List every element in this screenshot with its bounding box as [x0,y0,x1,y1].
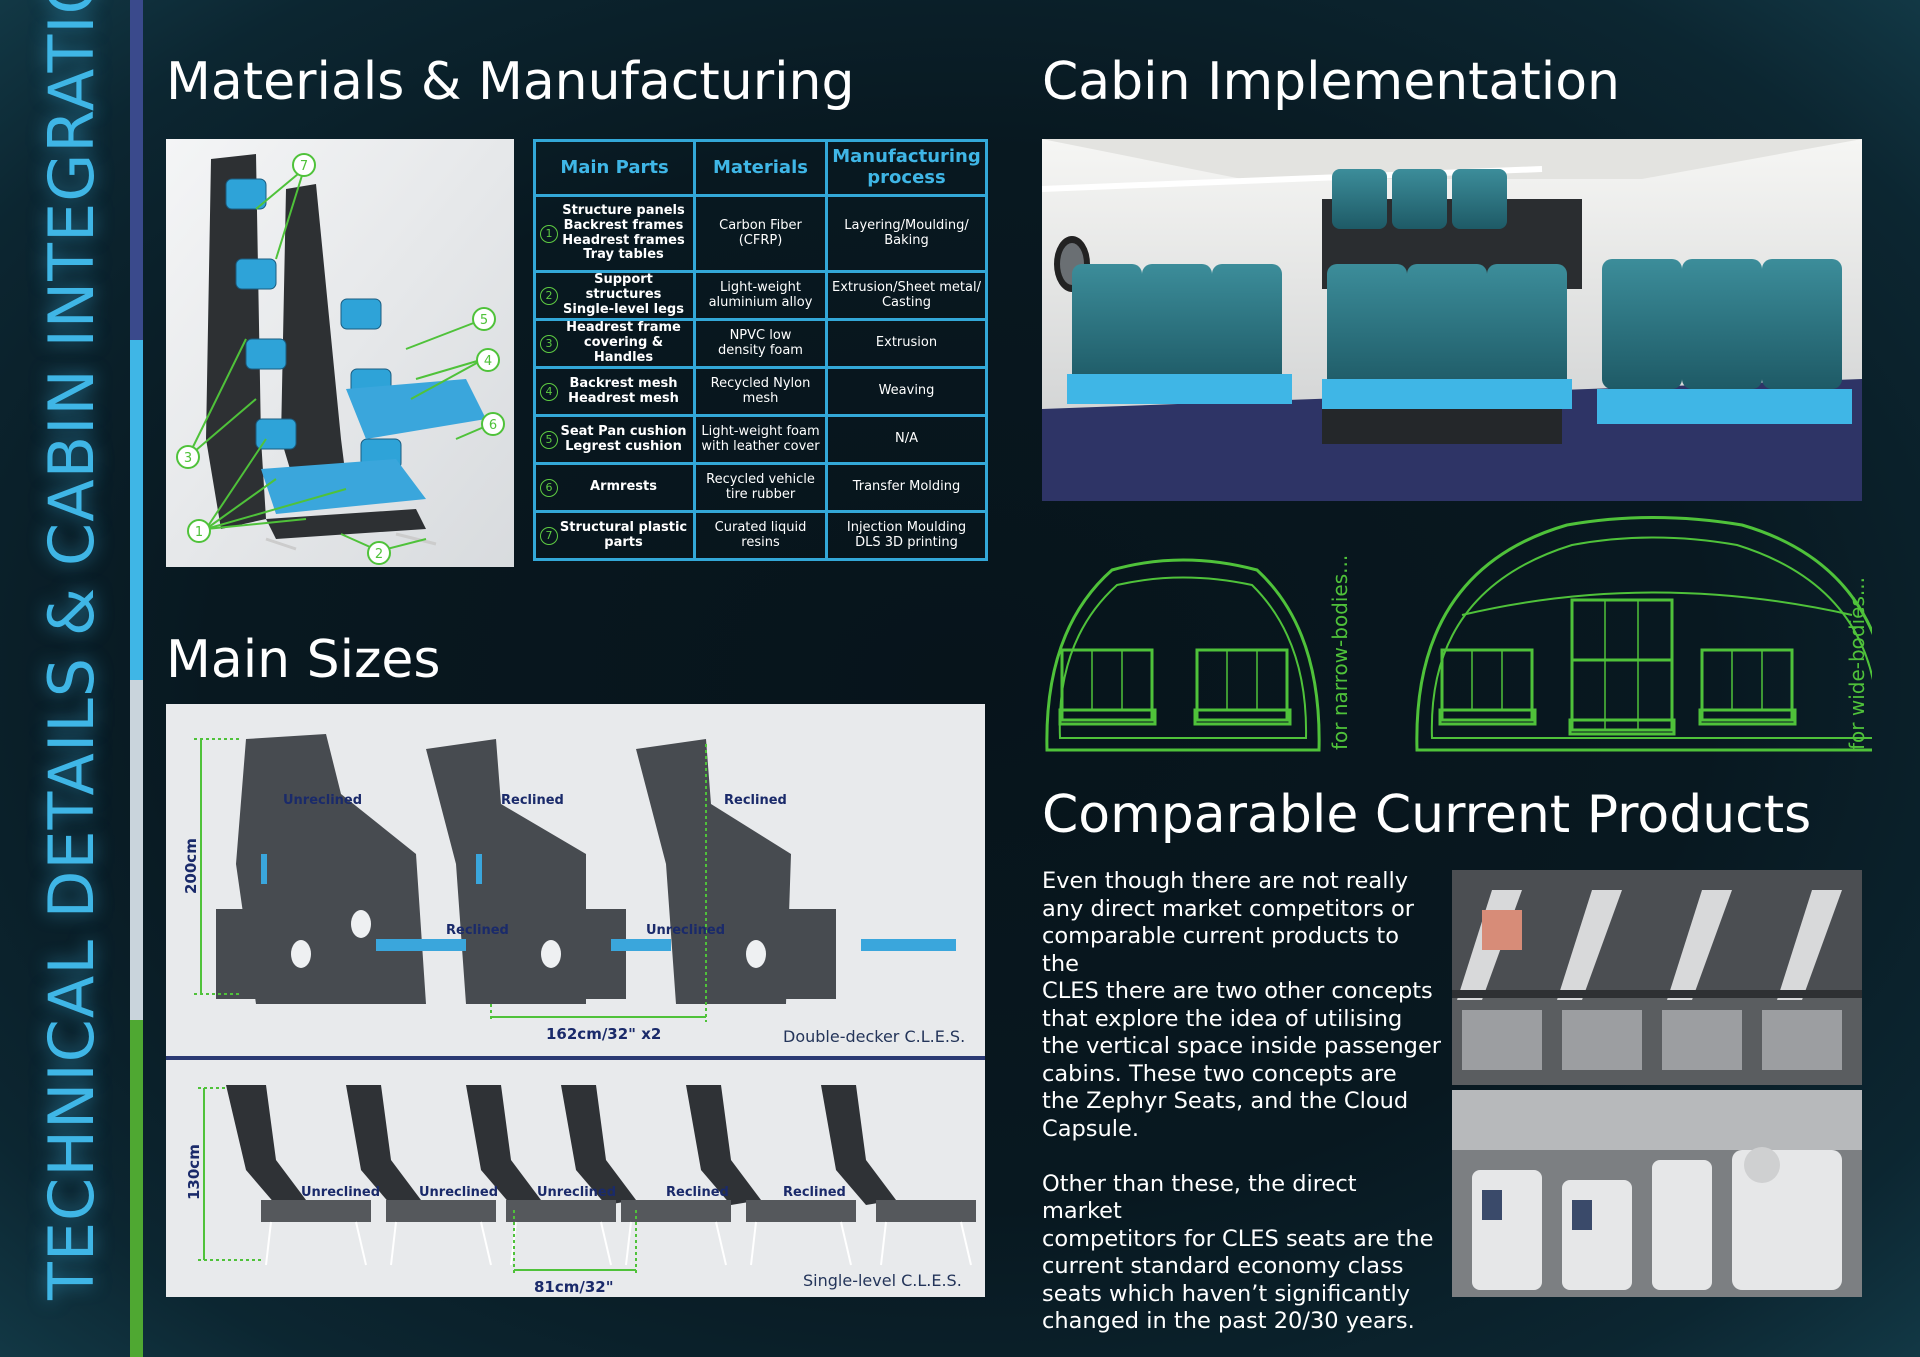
callout-4: 4 [484,354,492,369]
part-name: Armrests [590,479,657,495]
double-decker-pitch: 162cm/32" x2 [546,1025,661,1043]
table-header-row: Main Parts Materials Manufacturing proce… [533,139,988,197]
narrow-bodies-label: for narrow-bodies... [1328,555,1352,750]
callout-5: 5 [480,313,488,328]
cell-part: 3 Headrest frame covering & Handles [533,318,696,369]
table-row: 3 Headrest frame covering & Handles NPVC l… [533,318,988,369]
single-level-sizes: 130cm 81cm/32" Single-level C.L.E.S. Unr… [166,1060,985,1297]
row-number-badge: 2 [540,286,558,305]
single-level-pitch: 81cm/32" [534,1278,614,1296]
cell-material: NPVC low density foam [693,318,828,369]
dd-label-lower-1: Reclined [446,923,509,938]
row-number-badge: 3 [540,334,558,353]
header-process: Manufacturing process [825,139,988,197]
sidebar-color-bar [130,0,143,1357]
double-decker-height: 200cm [182,838,200,894]
sl-label-3: Unreclined [537,1185,616,1200]
exploded-seat-render: 7 5 4 6 3 1 2 [166,139,514,567]
cell-part: 2 Support structures Single-level legs [533,270,696,321]
part-name: Support structures Single-level legs [563,272,684,317]
part-name: Seat Pan cushion Legrest cushion [560,423,687,454]
row-number-badge: 7 [540,526,558,545]
comparable-description: Even though there are not really any dir… [1042,868,1442,1334]
cabin-heading: Cabin Implementation [1042,52,1621,112]
row-number-badge: 1 [540,224,558,243]
callout-7: 7 [300,159,308,174]
materials-table: Main Parts Materials Manufacturing proce… [533,139,988,561]
part-name: Headrest frame covering & Handles [566,320,681,365]
cell-material: Carbon Fiber (CFRP) [693,194,828,273]
cell-material: Recycled vehicle tire rubber [693,462,828,513]
header-main-parts: Main Parts [533,139,696,197]
double-decker-caption: Double-decker C.L.E.S. [783,1027,965,1046]
comparable-heading: Comparable Current Products [1042,785,1812,845]
cell-process: Extrusion [825,318,988,369]
sl-label-5: Reclined [783,1185,846,1200]
cabin-render [1042,139,1862,501]
sidebar-title: TECHNICAL DETAILS & CABIN INTEGRATION [35,0,108,1300]
cabin-cross-sections: for narrow-bodies... for wide-bodies... [1042,510,1894,760]
cell-part: 6 Armrests [533,462,696,513]
callout-3: 3 [184,451,192,466]
cell-process: Extrusion/Sheet metal/ Casting [825,270,988,321]
cell-material: Light-weight foam with leather cover [693,414,828,465]
row-number-badge: 6 [540,478,558,497]
dd-label-lower-2: Unreclined [646,923,725,938]
callout-2: 2 [375,547,383,562]
sl-label-2: Unreclined [419,1185,498,1200]
callout-6: 6 [489,418,497,433]
part-name: Backrest mesh Headrest mesh [568,375,679,406]
table-row: 4 Backrest mesh Headrest mesh Recycled Nyl… [533,366,988,417]
cell-material: Curated liquid resins [693,510,828,561]
part-name: Structural plastic parts [559,519,688,550]
row-number-badge: 4 [540,382,558,401]
cell-material: Light-weight aluminium alloy [693,270,828,321]
cell-part: 4 Backrest mesh Headrest mesh [533,366,696,417]
wide-bodies-label: for wide-bodies... [1845,577,1869,750]
sl-label-1: Unreclined [301,1185,380,1200]
cell-material: Recycled Nylon mesh [693,366,828,417]
zephyr-seats-photo [1452,870,1862,1085]
callout-1: 1 [195,525,203,540]
part-name: Structure panels Backrest frames Headres… [562,202,685,263]
single-level-height: 130cm [185,1144,203,1200]
cell-process: Layering/Moulding/ Baking [825,194,988,273]
cloud-capsule-photo [1452,1090,1862,1297]
dd-label-upper-2: Reclined [501,793,564,808]
sl-label-4: Reclined [666,1185,729,1200]
cell-process: Injection Moulding DLS 3D printing [825,510,988,561]
row-number-badge: 5 [540,430,558,449]
double-decker-sizes: 200cm 162cm/32" x2 Double-decker C.L.E.S… [166,704,985,1056]
cell-process: Transfer Molding [825,462,988,513]
sizes-divider [166,1056,985,1060]
header-materials: Materials [693,139,828,197]
cell-process: N/A [825,414,988,465]
dd-label-upper-3: Reclined [724,793,787,808]
cell-process: Weaving [825,366,988,417]
sizes-heading: Main Sizes [166,630,441,690]
dd-label-upper-1: Unreclined [283,793,362,808]
materials-heading: Materials & Manufacturing [166,52,855,112]
single-level-caption: Single-level C.L.E.S. [803,1271,962,1290]
